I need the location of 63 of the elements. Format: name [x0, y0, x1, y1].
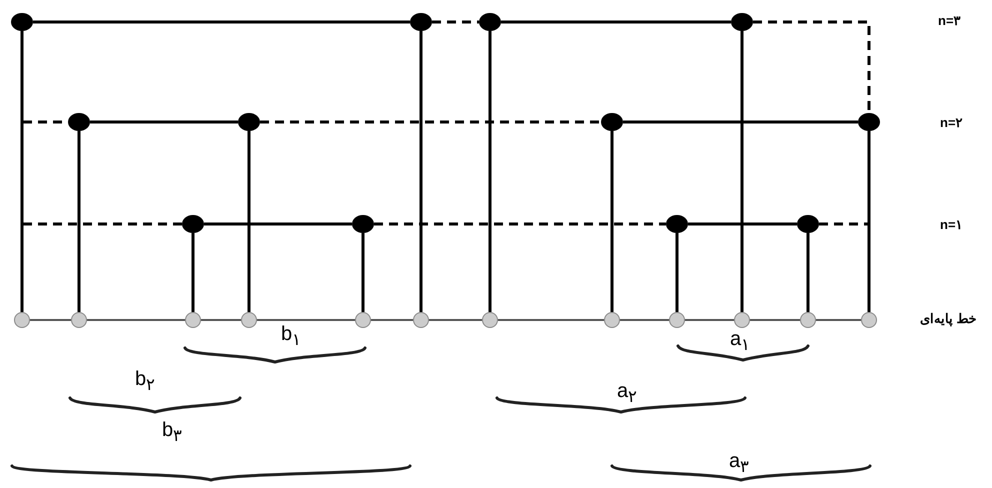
dashed-connector — [432, 20, 479, 24]
baseline-segment — [816, 319, 861, 321]
dashed-connector — [753, 20, 870, 113]
baseline-segment — [498, 319, 604, 321]
connector-line — [610, 131, 614, 312]
baseline-segment — [30, 319, 71, 321]
dashed-connector — [23, 222, 182, 226]
baseline-segment — [257, 319, 355, 321]
level-label: n=۳ — [938, 14, 961, 27]
base-point-circle — [241, 312, 257, 328]
connector-line — [192, 233, 194, 312]
junction-dot — [797, 215, 819, 233]
junction-dot — [601, 113, 623, 131]
junction-dot — [858, 113, 880, 131]
level-label: n=۱ — [940, 218, 963, 231]
dashed-connector — [374, 222, 666, 226]
base-point-circle — [734, 312, 750, 328]
junction-dot — [731, 13, 753, 31]
connector-line — [204, 222, 352, 226]
base-point-circle — [800, 312, 816, 328]
connector-line — [248, 131, 250, 312]
connector-line — [78, 131, 80, 312]
base-point-circle — [14, 312, 30, 328]
baseline-segment — [750, 319, 800, 321]
base-point-circle — [185, 312, 201, 328]
connector-line — [623, 120, 858, 124]
dashed-connector — [819, 222, 868, 226]
base-point-circle — [604, 312, 620, 328]
base-point-circle — [669, 312, 685, 328]
connector-line — [362, 233, 364, 312]
connector-line — [688, 222, 797, 226]
connector-line — [676, 233, 678, 312]
base-point-circle — [482, 312, 498, 328]
baseline-segment — [201, 319, 241, 321]
baseline-segment — [371, 319, 413, 321]
junction-dot — [182, 215, 204, 233]
baseline-segment — [87, 319, 185, 321]
junction-dot — [410, 13, 432, 31]
base-point-circle — [355, 312, 371, 328]
baseline-segment — [429, 319, 482, 321]
junction-dot — [479, 13, 501, 31]
connector-line — [488, 31, 492, 312]
level-label: n=۲ — [940, 116, 963, 129]
base-point-circle — [861, 312, 877, 328]
connector-line — [20, 31, 24, 312]
connector-line — [420, 31, 422, 312]
connector-line — [740, 31, 744, 312]
junction-dot — [666, 215, 688, 233]
junction-dot — [11, 13, 33, 31]
connector-line — [868, 131, 870, 312]
dashed-connector — [260, 120, 601, 124]
base-point-circle — [413, 312, 429, 328]
junction-dot — [352, 215, 374, 233]
baseline-segment — [620, 319, 669, 321]
connector-line — [501, 20, 731, 24]
connector-line — [90, 120, 238, 124]
junction-dot — [238, 113, 260, 131]
base-point-circle — [71, 312, 87, 328]
connector-line — [806, 233, 810, 312]
junction-dot — [68, 113, 90, 131]
baseline-segment — [685, 319, 734, 321]
connector-line — [33, 20, 410, 24]
baseline-label: خط پایه‌ای — [920, 312, 977, 325]
